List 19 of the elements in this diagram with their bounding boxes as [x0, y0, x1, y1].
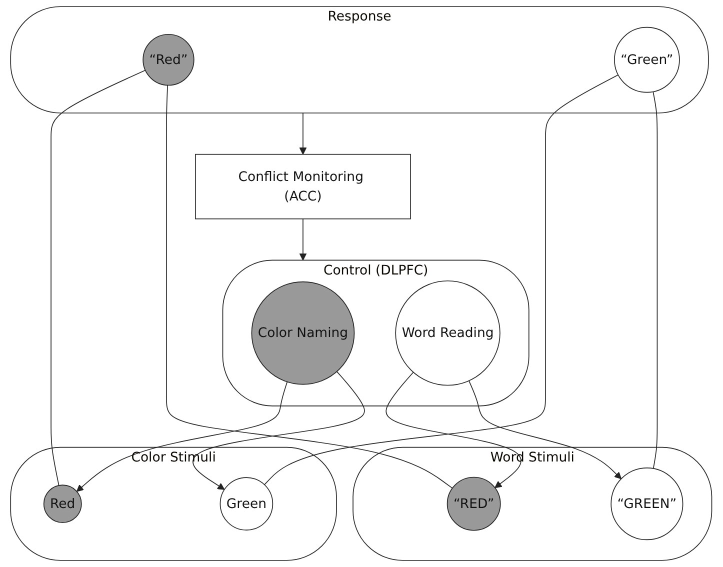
node-circle: Green [220, 477, 274, 530]
node-circle: Word Reading [396, 280, 501, 386]
arrow [300, 218, 307, 261]
connector [166, 84, 454, 489]
node-box: Conflict Monitoring (ACC) [195, 154, 412, 220]
arrow [76, 381, 288, 492]
node-circle: “Green” [614, 26, 680, 93]
node-circle: Red [44, 484, 82, 524]
arrow [468, 380, 622, 480]
arrow [300, 112, 307, 155]
arrow [192, 371, 366, 490]
arrow [386, 372, 522, 488]
node-circle: “RED” [447, 476, 502, 531]
connector [264, 74, 619, 486]
connector [50, 70, 146, 486]
connector [653, 91, 658, 469]
node-circle: “GREEN” [610, 468, 684, 540]
node-circle: Color Naming [252, 281, 355, 385]
node-circle: “Red” [142, 34, 195, 86]
